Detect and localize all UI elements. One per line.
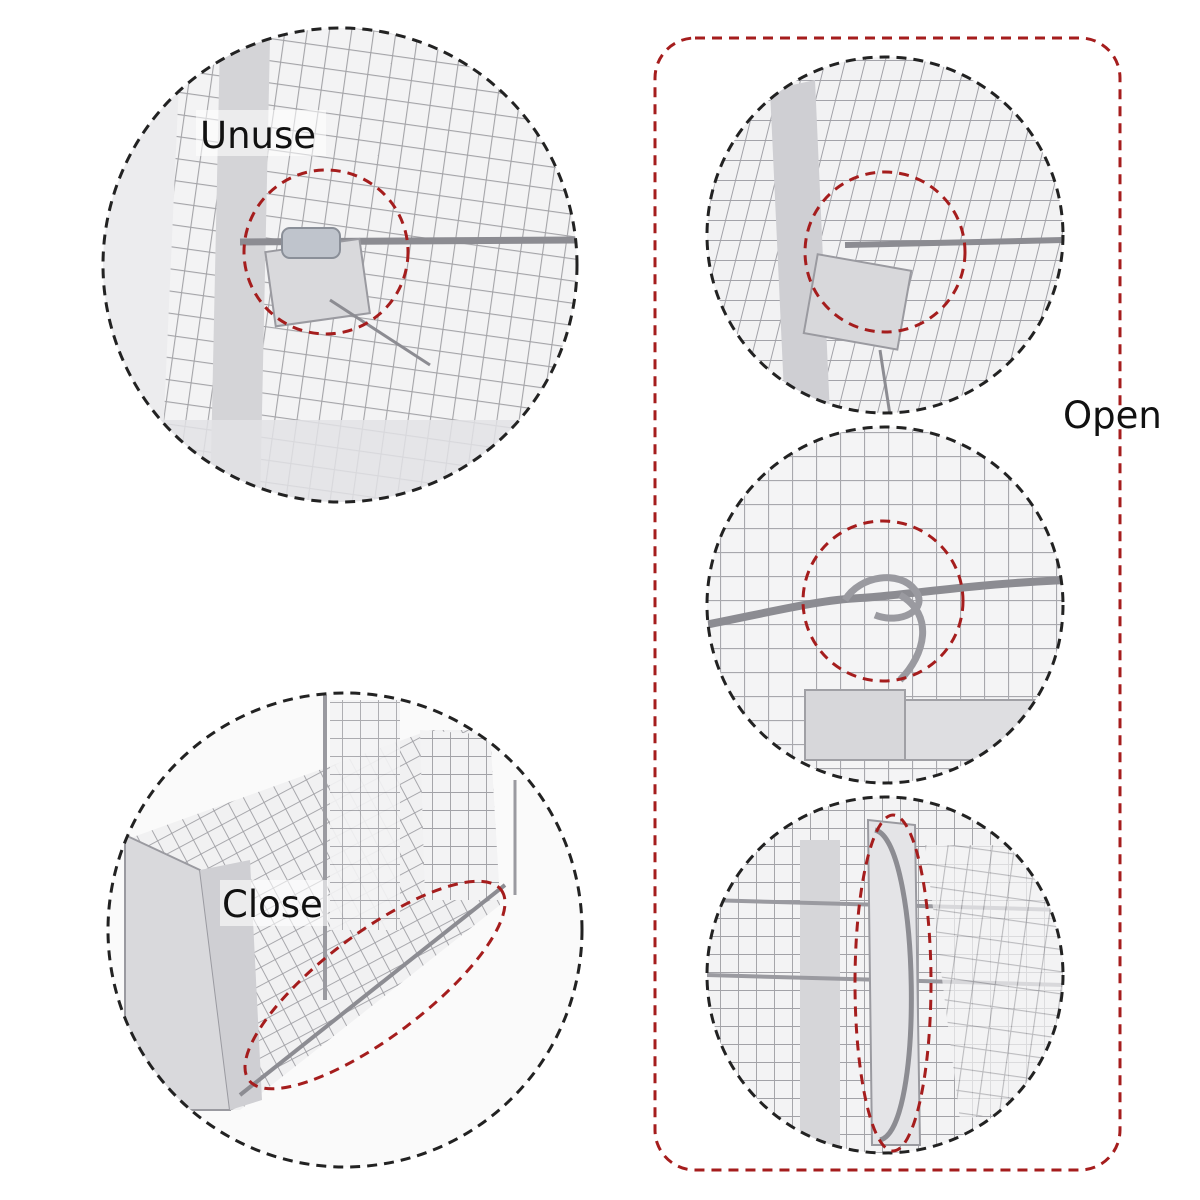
open-label: Open xyxy=(1063,394,1162,437)
open-middle-highlight-circle xyxy=(801,519,965,683)
open-bottom-highlight-ellipse xyxy=(853,813,933,1153)
open-bottom-photo xyxy=(707,797,1063,1153)
open-top-highlight-circle xyxy=(803,170,967,334)
unuse-label: Unuse xyxy=(200,114,316,157)
close-highlight-ellipse xyxy=(243,879,507,1091)
open-top-outline-circle xyxy=(705,55,1065,415)
close-label: Close xyxy=(222,883,323,926)
close-outline-circle xyxy=(106,691,584,1169)
open-middle-photo xyxy=(707,427,1063,783)
open-middle-outline-circle xyxy=(705,425,1065,785)
unuse-highlight-circle xyxy=(242,168,410,336)
close-detail-photo xyxy=(108,693,582,1167)
open-bottom-outline-circle xyxy=(705,795,1065,1155)
unuse-detail-photo xyxy=(103,28,577,502)
open-top-photo xyxy=(707,57,1063,413)
unuse-outline-circle xyxy=(101,26,579,504)
open-group-frame xyxy=(653,36,1122,1172)
